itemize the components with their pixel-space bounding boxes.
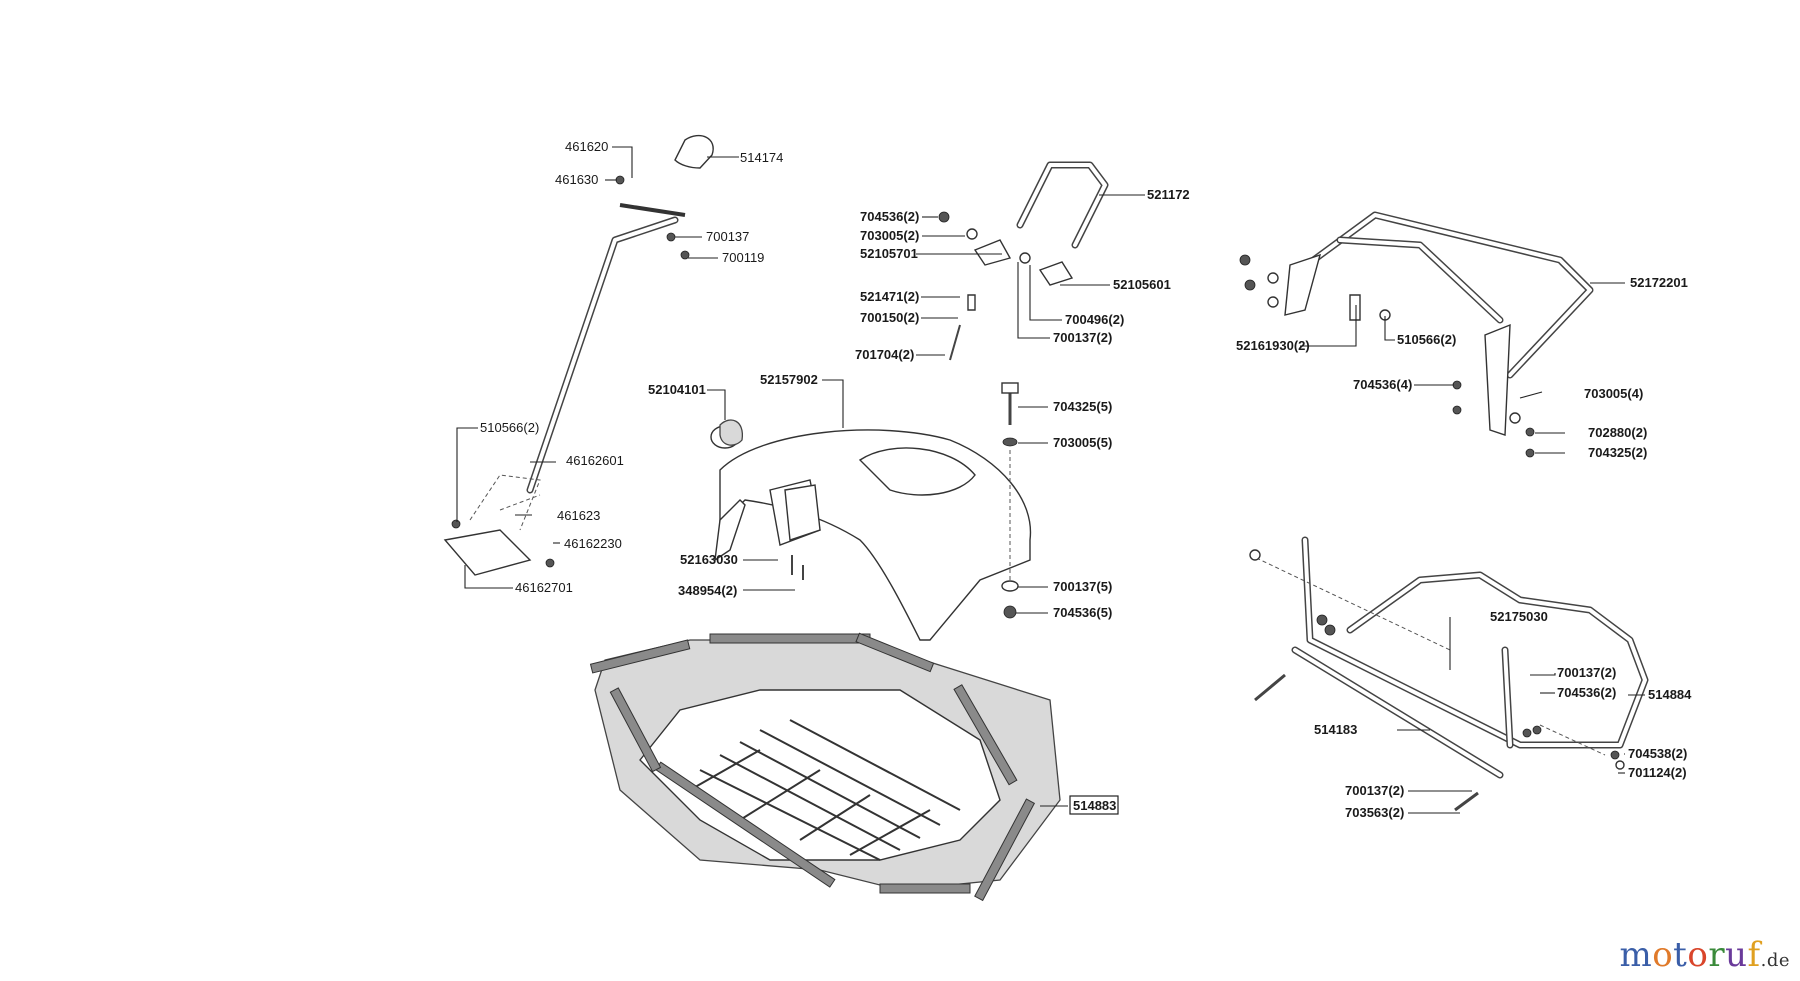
label-52104101: 52104101 — [648, 382, 706, 397]
label-704536-2: 704536(2) — [860, 209, 919, 224]
label-700496-2: 700496(2) — [1065, 312, 1124, 327]
part-labels: 461620 514174 461630 700137 700119 51056… — [480, 139, 1692, 820]
watermark-letter: o — [1652, 935, 1674, 975]
label-702880-2: 702880(2) — [1588, 425, 1647, 440]
lever-drawing — [443, 135, 714, 576]
upper-handle-drawing — [938, 161, 1109, 361]
label-704536-4: 704536(4) — [1353, 377, 1412, 392]
label-703005-4: 703005(4) — [1584, 386, 1643, 401]
label-52175030: 52175030 — [1490, 609, 1548, 624]
label-703005-5: 703005(5) — [1053, 435, 1112, 450]
label-461623: 461623 — [557, 508, 600, 523]
rear-handle-drawing — [1239, 211, 1594, 458]
center-hardware-drawing — [719, 382, 1019, 619]
label-700137-2: 700137(2) — [1053, 330, 1112, 345]
bag-frame-drawing — [1249, 536, 1649, 812]
label-46162230: 46162230 — [564, 536, 622, 551]
label-52163030: 52163030 — [680, 552, 738, 567]
label-704325-5: 704325(5) — [1053, 399, 1112, 414]
label-700137-2-lower: 700137(2) — [1345, 783, 1404, 798]
label-704538-2: 704538(2) — [1628, 746, 1687, 761]
grass-bag-drawing — [589, 632, 1061, 902]
rear-cover-drawing — [710, 425, 1032, 641]
label-46162601: 46162601 — [566, 453, 624, 468]
watermark-tld: .de — [1760, 950, 1790, 971]
label-52105701: 52105701 — [860, 246, 918, 261]
label-348954-2: 348954(2) — [678, 583, 737, 598]
label-704536-5: 704536(5) — [1053, 605, 1112, 620]
label-514883-box — [1069, 795, 1119, 815]
watermark-letter: t — [1673, 935, 1688, 975]
watermark-logo: motoruf.de — [1619, 935, 1790, 975]
label-703005-2: 703005(2) — [860, 228, 919, 243]
watermark-letter: u — [1725, 935, 1748, 975]
label-461620: 461620 — [565, 139, 608, 154]
label-52157902: 52157902 — [760, 372, 818, 387]
label-52105601: 52105601 — [1113, 277, 1171, 292]
watermark-brand: motoruf — [1619, 935, 1760, 975]
label-700137: 700137 — [706, 229, 749, 244]
label-514884: 514884 — [1648, 687, 1692, 702]
label-703563-2: 703563(2) — [1345, 805, 1404, 820]
watermark-letter: o — [1687, 935, 1709, 975]
label-52161930-2: 52161930(2) — [1236, 338, 1310, 353]
label-514883: 514883 — [1073, 798, 1116, 813]
label-700137-5: 700137(5) — [1053, 579, 1112, 594]
watermark-letter: f — [1747, 935, 1761, 975]
label-704536-2-frame: 704536(2) — [1557, 685, 1616, 700]
label-701124-2: 701124(2) — [1628, 765, 1687, 780]
label-700119: 700119 — [722, 250, 764, 265]
label-514183: 514183 — [1314, 722, 1357, 737]
label-510566-2: 510566(2) — [480, 420, 539, 435]
label-46162701: 46162701 — [515, 580, 573, 595]
label-514174: 514174 — [740, 150, 783, 165]
label-701704-2: 701704(2) — [855, 347, 914, 362]
label-521471-2: 521471(2) — [860, 289, 919, 304]
leader-lines — [456, 146, 1645, 814]
label-704325-2: 704325(2) — [1588, 445, 1647, 460]
watermark-letter: r — [1708, 935, 1726, 975]
label-521172: 521172 — [1147, 187, 1190, 202]
watermark-letter: m — [1619, 935, 1653, 975]
label-700150-2: 700150(2) — [860, 310, 919, 325]
label-52172201: 52172201 — [1630, 275, 1688, 290]
label-461630: 461630 — [555, 172, 598, 187]
label-510566-2-right: 510566(2) — [1397, 332, 1456, 347]
label-700137-2-frame: 700137(2) — [1557, 665, 1616, 680]
